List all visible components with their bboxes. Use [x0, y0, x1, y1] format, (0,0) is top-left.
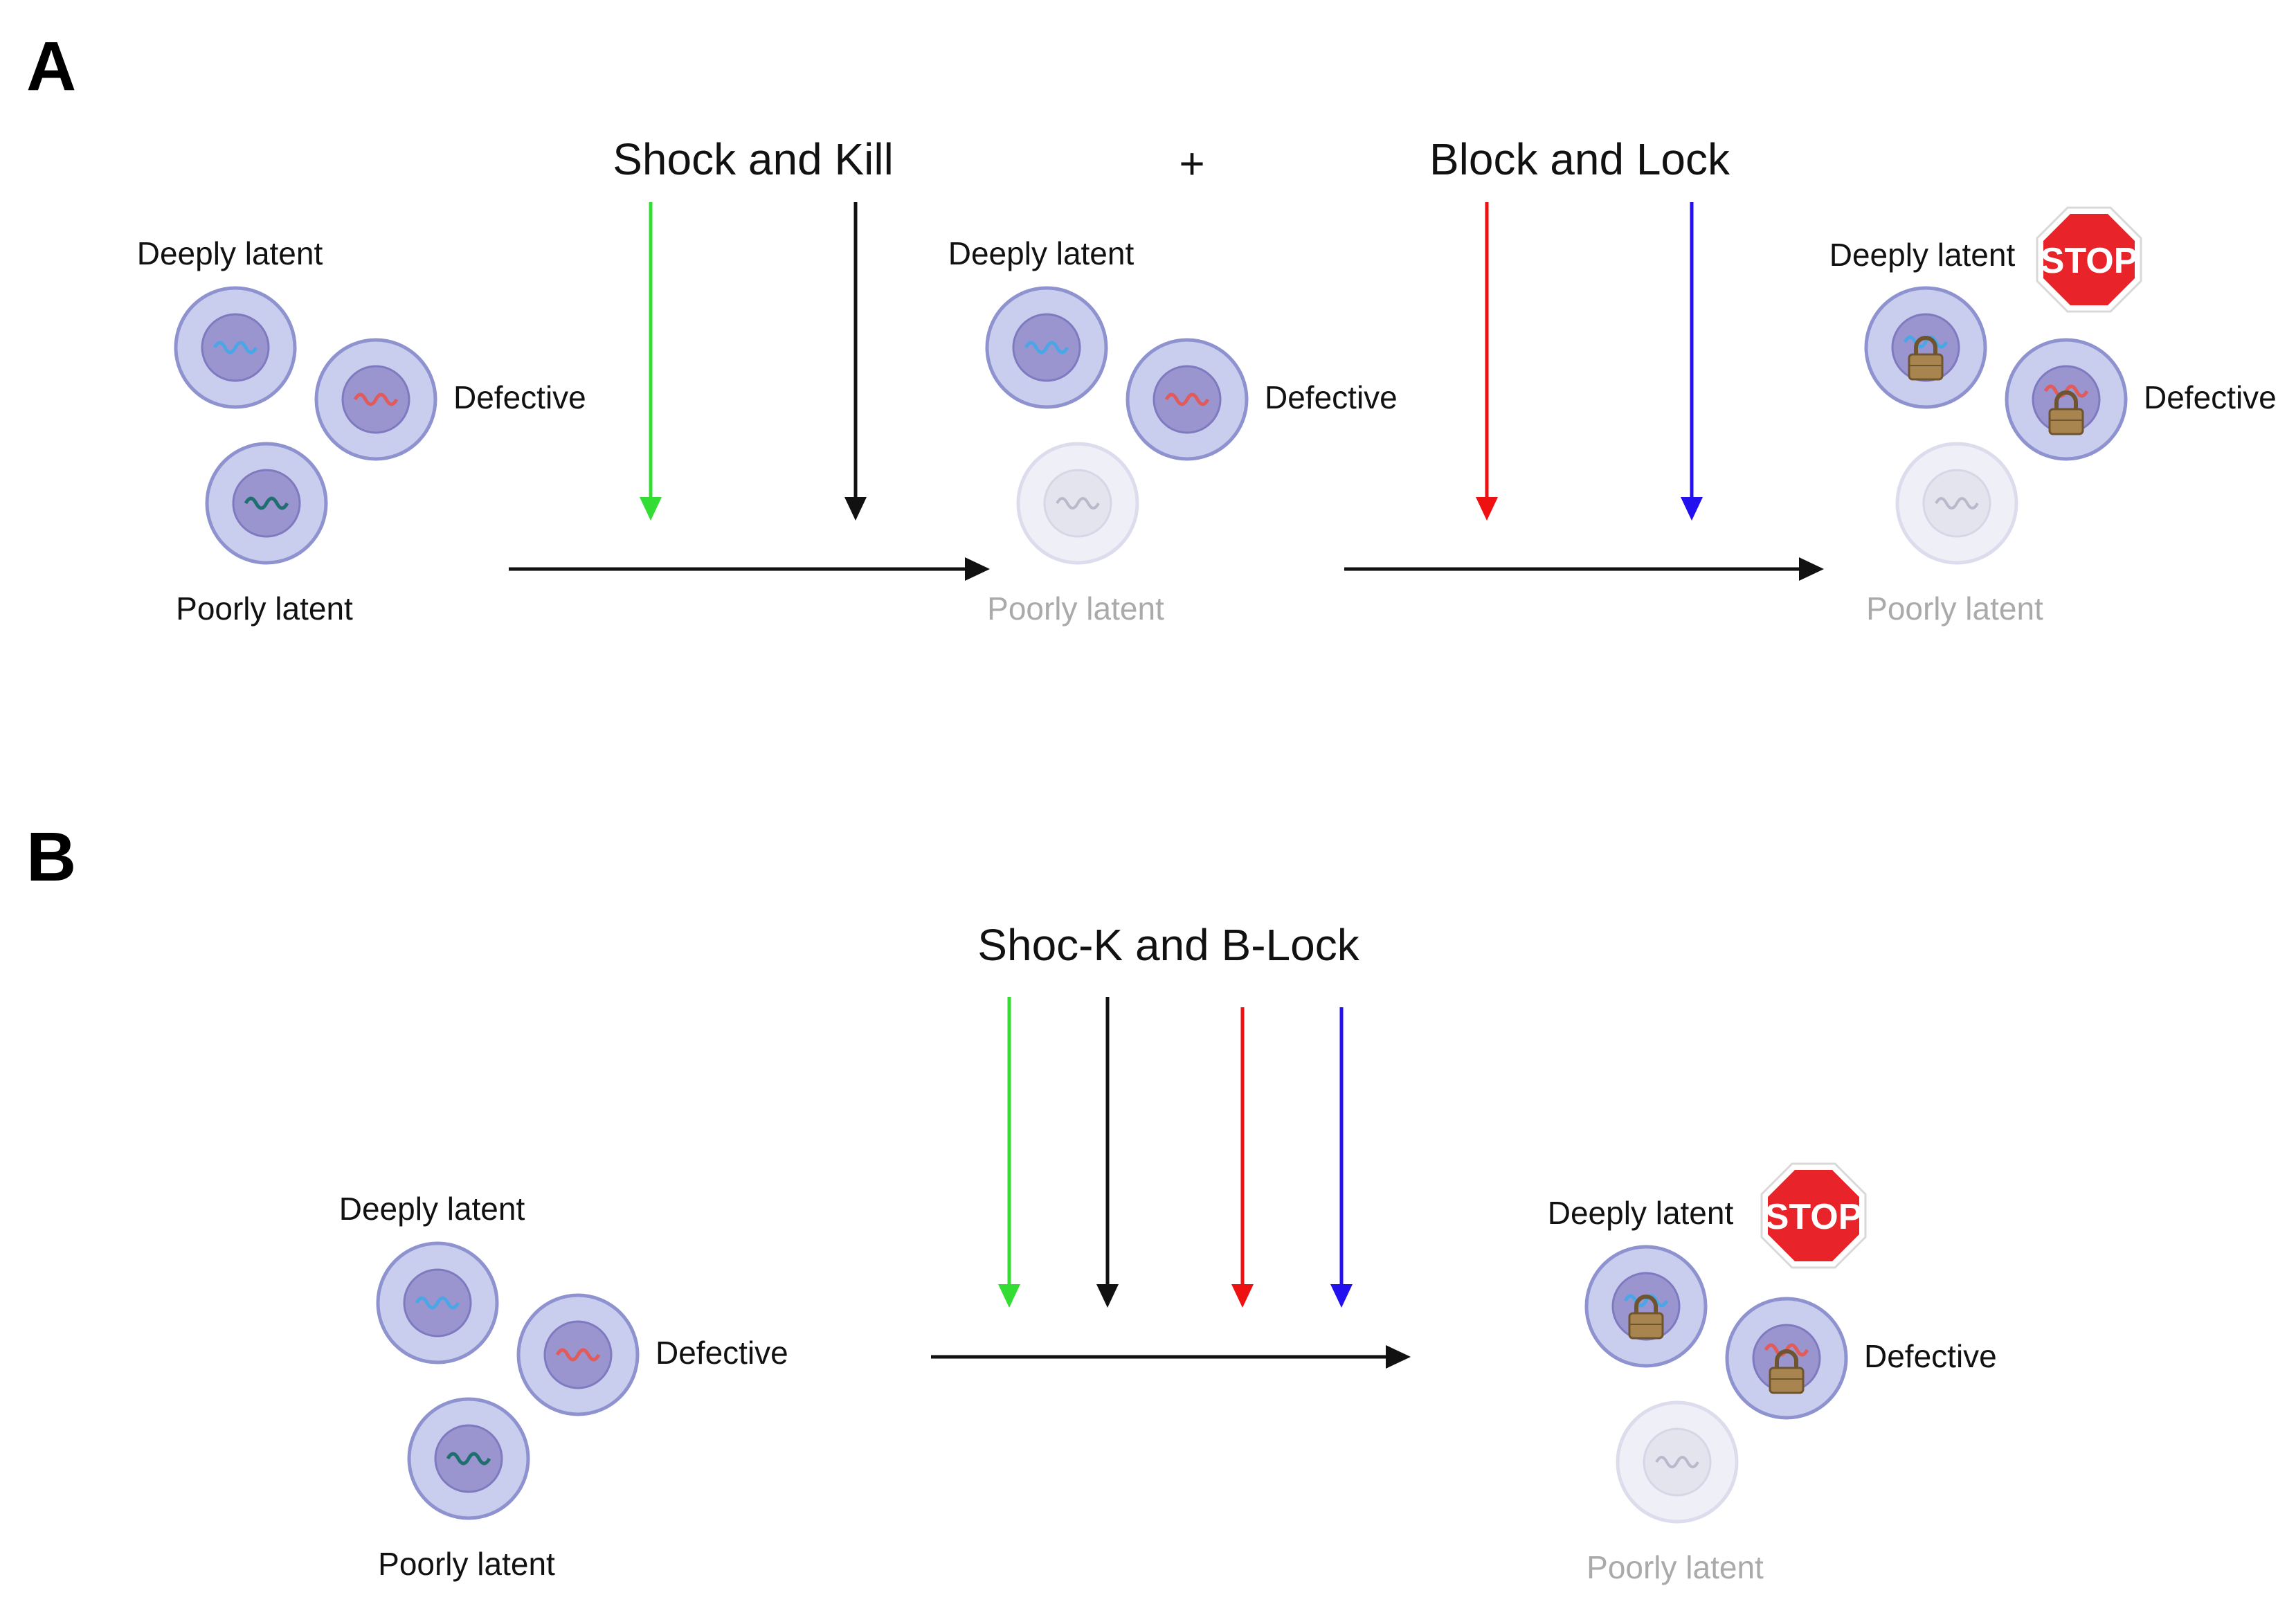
cell-group-a-final: Deeply latent STOP Defective Poorly late… [1829, 206, 2277, 627]
progress-arrow-a1 [509, 557, 990, 581]
shoc-k-and-b-lock-title: Shoc-K and B-Lock [977, 920, 1359, 970]
poorly-latent-cell-eliminated [1618, 1403, 1737, 1522]
virus-rna-icon [415, 1296, 460, 1310]
cell-group-b-initial: Deeply latent Defective Poorly latent [339, 1191, 788, 1582]
poorly-latent-cell [207, 444, 326, 563]
poorly-latent-cell-eliminated [1018, 444, 1137, 563]
deeply-latent-cell [987, 288, 1106, 407]
deeply-latent-cell-locked [1587, 1247, 1706, 1366]
svg-text:STOP: STOP [1765, 1197, 1863, 1237]
label-deeply-latent: Deeply latent [1829, 237, 2016, 273]
svg-text:STOP: STOP [2041, 241, 2138, 281]
label-poorly-latent: Poorly latent [378, 1546, 555, 1582]
virus-rna-icon [555, 1348, 601, 1362]
stop-sign-icon: STOP [2036, 206, 2142, 313]
panel-letter-b: B [26, 818, 76, 896]
virus-rna-icon [1164, 393, 1210, 406]
defective-cell [518, 1295, 638, 1414]
cell-group-a-initial: Deeply latent Defective Poorly latent [137, 235, 586, 627]
label-defective: Defective [656, 1335, 788, 1371]
poorly-latent-cell-eliminated [1897, 444, 2016, 563]
cell-group-b-final: Deeply latent STOP Defective Poorly late… [1548, 1162, 1997, 1585]
deeply-latent-cell [176, 288, 295, 407]
virus-rna-icon [1903, 335, 1949, 349]
panel-letter-a: A [26, 28, 76, 105]
stop-sign-icon: STOP [1760, 1162, 1867, 1269]
label-poorly-latent: Poorly latent [176, 591, 353, 627]
deeply-latent-cell-locked [1866, 288, 1985, 407]
defective-cell [316, 340, 435, 459]
label-deeply-latent: Deeply latent [948, 235, 1135, 271]
plus-sign: + [1179, 138, 1204, 188]
label-defective: Defective [1864, 1338, 1997, 1374]
defective-cell-locked [1727, 1299, 1846, 1418]
defective-cell-locked [2007, 340, 2126, 459]
progress-arrow-a2 [1344, 557, 1824, 581]
cell-group-a-middle: Deeply latent Defective Poorly latent [948, 235, 1398, 627]
block-arrows [1476, 202, 1703, 521]
virus-rna-icon [1024, 341, 1069, 354]
label-defective: Defective [1265, 379, 1398, 415]
poorly-latent-cell [409, 1399, 528, 1518]
virus-rna-icon [244, 496, 289, 510]
block-and-lock-title: Block and Lock [1429, 134, 1730, 184]
label-poorly-latent-faded: Poorly latent [987, 591, 1164, 627]
virus-rna-icon [446, 1452, 491, 1466]
virus-rna-icon [213, 341, 258, 354]
label-defective: Defective [2144, 379, 2277, 415]
virus-rna-icon [1623, 1294, 1669, 1308]
label-deeply-latent: Deeply latent [1548, 1195, 1734, 1231]
label-poorly-latent-faded: Poorly latent [1587, 1549, 1764, 1585]
shock-arrows [640, 202, 867, 521]
combined-arrows [998, 997, 1353, 1308]
progress-arrow-b [931, 1345, 1411, 1369]
label-defective: Defective [453, 379, 586, 415]
label-deeply-latent: Deeply latent [339, 1191, 525, 1227]
shock-and-kill-title: Shock and Kill [613, 134, 894, 184]
defective-cell [1128, 340, 1247, 459]
label-poorly-latent-faded: Poorly latent [1866, 591, 2043, 627]
virus-rna-icon [353, 393, 399, 406]
deeply-latent-cell [378, 1243, 497, 1362]
label-deeply-latent: Deeply latent [137, 235, 323, 271]
